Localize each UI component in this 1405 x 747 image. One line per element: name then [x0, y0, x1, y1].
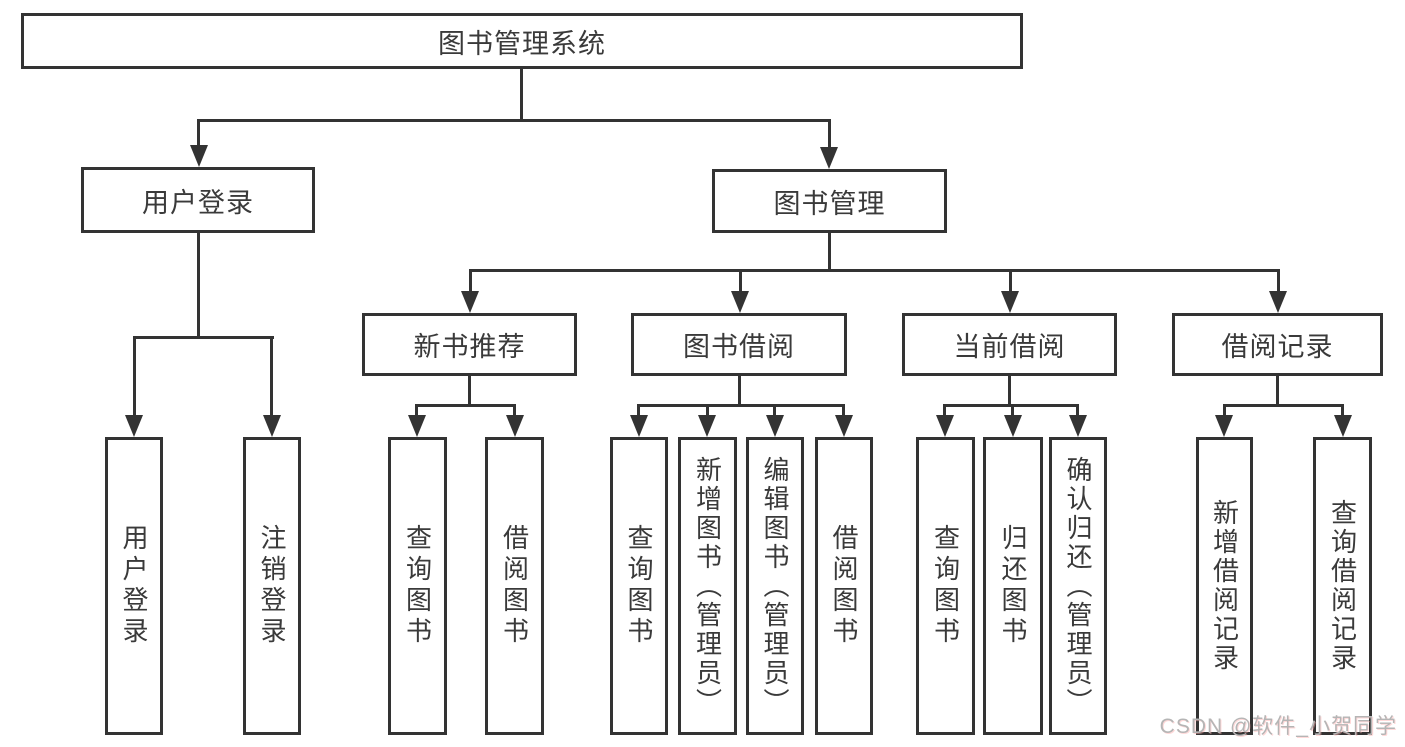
arrowhead-leaf [698, 415, 716, 437]
connector-root-rake [197, 119, 831, 122]
arrowhead-leaf [1215, 415, 1233, 437]
connector-drop [706, 404, 709, 418]
node-library-management-system: 图书管理系统 [21, 13, 1023, 69]
connector-drop [513, 404, 516, 418]
connector-borrow-records-rake [1223, 404, 1344, 407]
leaf-add-borrow-record: 新增借阅记录 [1196, 437, 1253, 735]
leaf-query-books-current-label: 查询图书 [930, 524, 961, 648]
arrowhead-user-login [190, 145, 208, 167]
leaf-borrow-books-recommend-label: 借阅图书 [499, 524, 530, 648]
arrowhead-leaf [630, 415, 648, 437]
connector-to-book-borrow [739, 269, 742, 293]
arrowhead-new-book-recommend [461, 291, 479, 313]
arrowhead-leaf-login [125, 415, 143, 437]
leaf-query-borrow-record: 查询借阅记录 [1313, 437, 1372, 735]
node-borrow-records-label: 借阅记录 [1221, 332, 1334, 362]
node-book-management: 图书管理 [712, 169, 947, 233]
connector-to-book-management [828, 119, 831, 149]
leaf-user-login-label: 用户登录 [119, 524, 149, 648]
connector-drop [943, 404, 946, 418]
node-current-borrow: 当前借阅 [902, 313, 1117, 376]
leaf-query-books-current: 查询图书 [916, 437, 975, 735]
node-book-borrow-label: 图书借阅 [683, 332, 795, 362]
node-user-login-label: 用户登录 [142, 187, 254, 218]
node-book-management-label: 图书管理 [773, 188, 886, 219]
connector-to-current-borrow [1009, 269, 1012, 293]
arrowhead-leaf-logout [263, 415, 281, 437]
leaf-add-borrow-record-label: 新增借阅记录 [1209, 499, 1240, 673]
connector-book-management-stub [828, 233, 831, 271]
node-book-borrow: 图书借阅 [631, 313, 847, 376]
arrowhead-book-borrow [731, 291, 749, 313]
node-current-borrow-label: 当前借阅 [953, 332, 1066, 362]
connector-root-stub [520, 69, 523, 120]
arrowhead-leaf [408, 415, 426, 437]
leaf-borrow-books: 借阅图书 [815, 437, 873, 735]
arrowhead-leaf [766, 415, 784, 437]
connector-to-user-login [197, 119, 200, 147]
connector-drop [842, 404, 845, 418]
leaf-logout-label: 注销登录 [257, 524, 287, 648]
leaf-return-books-label: 归还图书 [998, 524, 1028, 648]
connector-book-borrow-rake [637, 404, 845, 407]
connector-new-book-recommend-stub [468, 376, 471, 407]
connector-borrow-records-stub [1276, 376, 1279, 407]
connector-drop [415, 404, 418, 418]
leaf-query-borrow-record-label: 查询借阅记录 [1327, 499, 1358, 673]
leaf-confirm-return-admin: 确认归还（管理员） [1049, 437, 1107, 735]
connector-to-borrow-records [1277, 269, 1280, 293]
arrowhead-borrow-records [1269, 291, 1287, 313]
leaf-query-books-borrow-label: 查询图书 [624, 524, 654, 648]
connector-current-borrow-stub [1008, 376, 1011, 407]
connector-book-borrow-stub [738, 376, 741, 407]
arrowhead-current-borrow [1001, 291, 1019, 313]
leaf-confirm-return-admin-label: 确认归还（管理员） [1063, 455, 1093, 717]
leaf-add-books-admin: 新增图书（管理员） [678, 437, 737, 735]
leaf-return-books: 归还图书 [983, 437, 1043, 735]
connector-to-leaf-logout [270, 336, 273, 416]
node-library-management-system-label: 图书管理系统 [438, 28, 606, 59]
leaf-query-books-recommend: 查询图书 [388, 437, 447, 735]
leaf-borrow-books-label: 借阅图书 [829, 524, 859, 648]
csdn-watermark: CSDN @软件_小贺同学 [1159, 715, 1397, 738]
arrowhead-leaf [506, 415, 524, 437]
leaf-borrow-books-recommend: 借阅图书 [485, 437, 544, 735]
connector-drop [1076, 404, 1079, 418]
connector-drop [637, 404, 640, 418]
leaf-query-books-recommend-label: 查询图书 [402, 524, 433, 648]
leaf-add-books-admin-label: 新增图书（管理员） [692, 455, 723, 717]
arrowhead-leaf [1069, 415, 1087, 437]
leaf-logout: 注销登录 [243, 437, 301, 735]
node-user-login: 用户登录 [81, 167, 315, 233]
arrowhead-leaf [1004, 415, 1022, 437]
node-new-book-recommend: 新书推荐 [362, 313, 577, 376]
connector-drop [773, 404, 776, 418]
leaf-edit-books-admin: 编辑图书（管理员） [746, 437, 804, 735]
leaf-query-books-borrow: 查询图书 [610, 437, 668, 735]
connector-level3-rake [469, 269, 1280, 272]
arrowhead-leaf [835, 415, 853, 437]
connector-drop [1223, 404, 1226, 418]
node-new-book-recommend-label: 新书推荐 [413, 332, 526, 362]
leaf-user-login: 用户登录 [105, 437, 163, 735]
connector-user-login-stub [197, 233, 200, 336]
leaf-edit-books-admin-label: 编辑图书（管理员） [760, 455, 790, 717]
connector-drop [1341, 404, 1344, 418]
arrowhead-leaf [936, 415, 954, 437]
arrowhead-leaf [1334, 415, 1352, 437]
connector-user-login-rake [133, 336, 274, 339]
arrowhead-book-management [820, 147, 838, 169]
connector-to-leaf-login [133, 336, 136, 416]
connector-to-new-book-recommend [469, 269, 472, 293]
connector-new-book-recommend-rake [415, 404, 516, 407]
node-borrow-records: 借阅记录 [1172, 313, 1383, 376]
connector-drop [1011, 404, 1014, 418]
